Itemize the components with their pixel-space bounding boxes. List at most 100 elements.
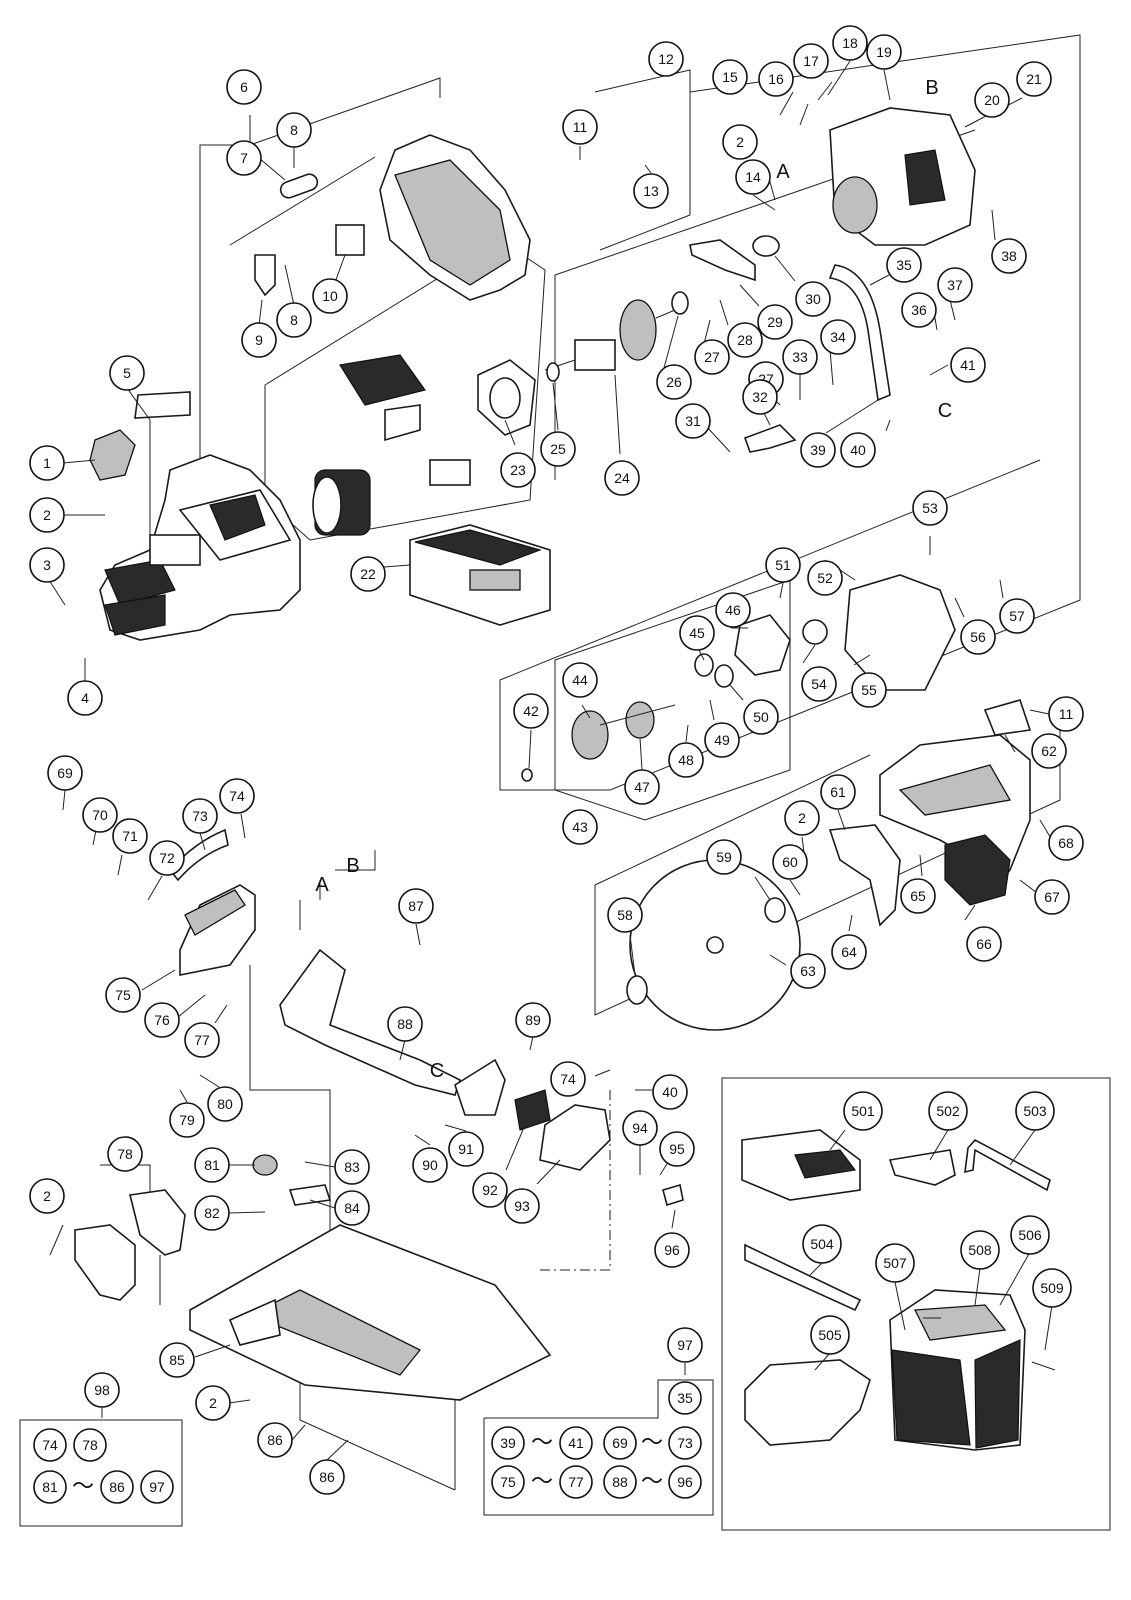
range-separator: ～: [641, 1431, 663, 1456]
callout-number: 509: [1040, 1280, 1064, 1296]
callout-number: 50: [753, 709, 769, 725]
callout-circle: [472, 1172, 508, 1208]
callout-number: 81: [204, 1157, 220, 1173]
callout-23: 23: [500, 452, 536, 488]
callout-number: 8: [290, 312, 298, 328]
callout-number: 2: [736, 134, 744, 150]
range-separator: ～: [531, 1431, 553, 1456]
marker-letter-a: A: [776, 161, 790, 183]
callout-circle: [169, 1102, 205, 1138]
callout-circle: [195, 1385, 231, 1421]
callout-74: 74: [219, 778, 255, 814]
callout-number: 10: [322, 288, 338, 304]
callout-number: 31: [685, 413, 701, 429]
callout-circle: [604, 460, 640, 496]
callout-number: 27: [704, 349, 720, 365]
callout-circle: [800, 432, 836, 468]
callout-circle: [928, 1091, 968, 1131]
callout-number: 67: [1044, 889, 1060, 905]
callout-number: 94: [632, 1120, 648, 1136]
callout-41: 41: [950, 347, 986, 383]
callout-circle: [820, 774, 856, 810]
callout-circle: [960, 1230, 1000, 1270]
callout-circle: [679, 615, 715, 651]
callout-circle: [1048, 825, 1084, 861]
callout-32: 32: [742, 379, 778, 415]
callout-circle: [832, 25, 868, 61]
callout-number: 78: [117, 1146, 133, 1162]
callout-number: 507: [883, 1255, 907, 1271]
stator: [312, 469, 371, 536]
callout-number: 28: [737, 332, 753, 348]
callout-circle: [966, 926, 1002, 962]
callout-number: 43: [572, 819, 588, 835]
callout-505: 505: [810, 1315, 850, 1355]
callout-number: 1: [43, 455, 51, 471]
callout-circle: [515, 1002, 551, 1038]
callout-circle: [1016, 61, 1052, 97]
callout-87: 87: [398, 888, 434, 924]
callout-circle: [960, 619, 996, 655]
set-97-item: 69: [612, 1435, 628, 1451]
callout-508: 508: [960, 1230, 1000, 1270]
callout-number: 59: [716, 849, 732, 865]
callout-number: 57: [1009, 608, 1025, 624]
callout-number: 95: [669, 1141, 685, 1157]
callout-38: 38: [991, 238, 1027, 274]
callout-circle: [504, 1188, 540, 1224]
callout-circle: [974, 82, 1010, 118]
callout-number: 54: [811, 676, 827, 692]
callout-11: 11: [1048, 696, 1084, 732]
callout-circle: [82, 797, 118, 833]
callout-circle: [790, 953, 826, 989]
callout-8: 8: [276, 112, 312, 148]
callout-number: 508: [968, 1242, 992, 1258]
callout-29: 29: [757, 304, 793, 340]
callout-circle: [29, 547, 65, 583]
callout-34: 34: [820, 319, 856, 355]
callout-circle: [675, 403, 711, 439]
callout-46: 46: [715, 592, 751, 628]
callout-80: 80: [207, 1086, 243, 1122]
callout-circle: [784, 800, 820, 836]
callout-circle: [550, 1061, 586, 1097]
callout-51: 51: [765, 547, 801, 583]
callout-21: 21: [1016, 61, 1052, 97]
letter-markers: A B C A B C: [315, 77, 952, 1082]
callout-number: 58: [617, 907, 633, 923]
marker-letter-c: C: [430, 1060, 444, 1082]
callout-number: 98: [94, 1382, 110, 1398]
callout-circle: [667, 1327, 703, 1363]
callout-number: 51: [775, 557, 791, 573]
callout-number: 506: [1018, 1227, 1042, 1243]
callout-68: 68: [1048, 825, 1084, 861]
callout-circle: [622, 1110, 658, 1146]
set-97-item: 73: [677, 1435, 693, 1451]
callout-15: 15: [712, 59, 748, 95]
callout-71: 71: [112, 818, 148, 854]
callout-number: 68: [1058, 835, 1074, 851]
callout-circle: [757, 304, 793, 340]
callout-number: 46: [725, 602, 741, 618]
callout-circle: [810, 1315, 850, 1355]
callout-number: 91: [458, 1141, 474, 1157]
callout-number: 15: [722, 69, 738, 85]
callout-81: 81: [194, 1147, 230, 1183]
callout-number: 39: [810, 442, 826, 458]
callout-circle: [513, 693, 549, 729]
callout-circle: [937, 267, 973, 303]
callout-number: 63: [800, 963, 816, 979]
callout-circle: [743, 699, 779, 735]
callout-circle: [991, 238, 1027, 274]
leader-lines: [48, 60, 1053, 1461]
callout-39: 39: [800, 432, 836, 468]
callout-507: 507: [875, 1243, 915, 1283]
callout-number: 90: [422, 1157, 438, 1173]
callout-98: 98: [84, 1372, 120, 1408]
callout-83: 83: [334, 1149, 370, 1185]
callout-circle: [67, 680, 103, 716]
callout-number: 72: [159, 850, 175, 866]
callout-circle: [276, 302, 312, 338]
callout-number: 88: [397, 1016, 413, 1032]
